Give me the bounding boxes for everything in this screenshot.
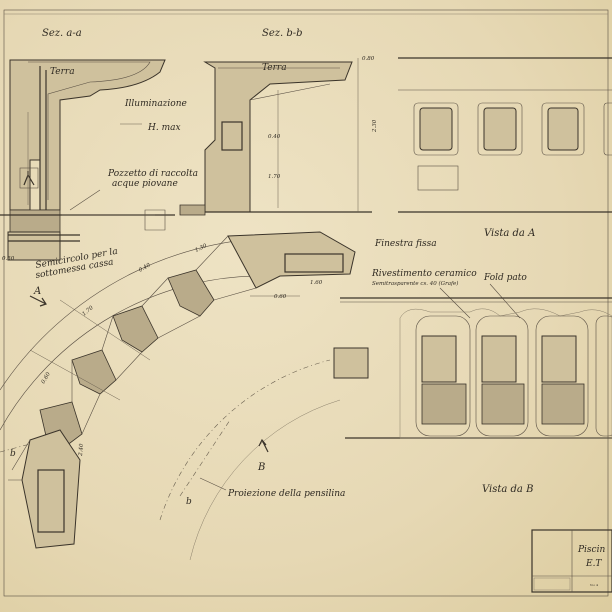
marker-b-small-left: b — [10, 449, 16, 459]
view-markers: A B b b — [0, 286, 269, 507]
vista-b-label: Vista da B — [482, 484, 533, 495]
dim-plan-1: 1.60 — [310, 280, 323, 286]
illuminazione-label: Illuminazione — [124, 99, 187, 109]
dim-plan-7: 0.60 — [274, 294, 287, 300]
section-b-b-label: Sez. b-b — [262, 28, 303, 39]
marker-a: A — [33, 286, 41, 297]
sheet-border — [3, 9, 609, 597]
section-b-b: Sez. b-b Terra 0.80 0.40 1.70 2.30 — [179, 28, 378, 216]
rivestimento-label-2: Semitrasparente cs. 40 (Grafe) — [372, 280, 458, 287]
vista-a-label: Vista da A — [484, 228, 535, 239]
dim-lower: 1.70 — [268, 174, 281, 180]
vista-a-elevation: Finestra fissa Vista da A — [374, 57, 612, 249]
section-a-a-label: Sez. a-a — [42, 28, 82, 39]
marker-b-small-right: b — [186, 497, 192, 507]
title-block: Piscin E.T N.o 4 — [531, 529, 612, 593]
terra-label-2: Terra — [262, 63, 287, 73]
title-line-2: E.T — [585, 559, 602, 569]
rivestimento-label-1: Rivestimento ceramico — [371, 269, 477, 279]
faldaletto-label: Fold pato — [483, 273, 527, 283]
dim-plan-4: 1.70 — [81, 305, 95, 318]
marker-b: B — [257, 462, 265, 473]
section-a-a: Sez. a-a Terra Illuminazione H. max Pozz… — [0, 28, 198, 262]
h-max-label: H. max — [147, 123, 181, 133]
dim-height: 2.30 — [372, 119, 378, 133]
proiezione-label: Proiezione della pensilina — [227, 489, 345, 499]
dim-plan-3: 0.40 — [138, 262, 152, 274]
pozzetto-label-2: acque piovane — [112, 179, 178, 189]
dim-top-right: 0.80 — [362, 56, 375, 62]
finestra-label: Finestra fissa — [374, 239, 437, 249]
curved-plan: 1.60 1.30 0.40 1.70 0.60 2.40 0.60 Semic… — [0, 231, 356, 561]
dim-plan-5: 0.60 — [41, 371, 53, 385]
dim-plan-6: 2.40 — [78, 443, 85, 457]
dim-plan-2: 1.30 — [194, 243, 208, 254]
dim-left: 0.50 — [2, 256, 15, 262]
pozzetto-label-1: Pozzetto di raccolta — [107, 169, 198, 179]
vista-b-elevation: Rivestimento ceramico Semitrasparente cs… — [333, 269, 612, 495]
terra-label-1: Terra — [50, 67, 75, 77]
title-line-1: Piscin — [577, 545, 605, 555]
dim-mid: 0.40 — [268, 134, 281, 140]
stamp-text: N.o 4 — [590, 583, 598, 587]
